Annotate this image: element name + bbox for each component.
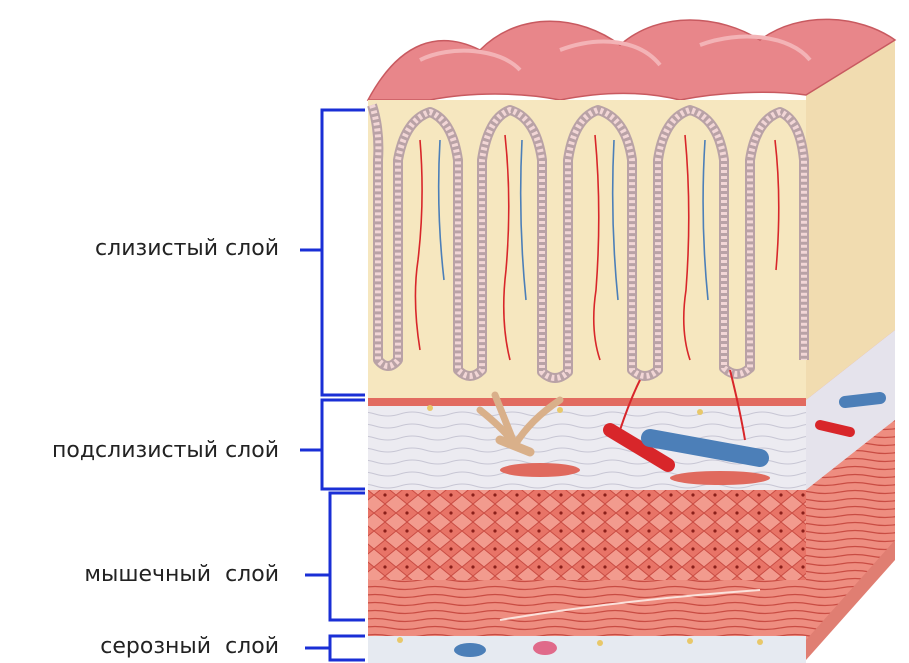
- layer-brackets: [300, 110, 365, 660]
- serosa-layer: [368, 636, 806, 663]
- submucosa-label: подслизистый слой: [52, 440, 279, 462]
- mucosa-bracket: [322, 110, 365, 395]
- mucosa-label: слизистый слой: [95, 238, 279, 260]
- serosa-label: серозный слой: [100, 636, 279, 658]
- mucosal-surface: [368, 19, 895, 100]
- mucosa-layer: [368, 100, 806, 400]
- muscular-label: мышечный слой: [84, 564, 279, 586]
- circular-muscle-layer: [368, 490, 806, 580]
- serosa-vessel-red: [533, 641, 557, 655]
- serosa-vessel-blue: [454, 643, 486, 657]
- muscularis-mucosae: [368, 398, 806, 406]
- submucosa-bracket: [322, 400, 365, 489]
- muscular-bracket: [330, 493, 365, 620]
- serosa-bracket: [330, 636, 365, 660]
